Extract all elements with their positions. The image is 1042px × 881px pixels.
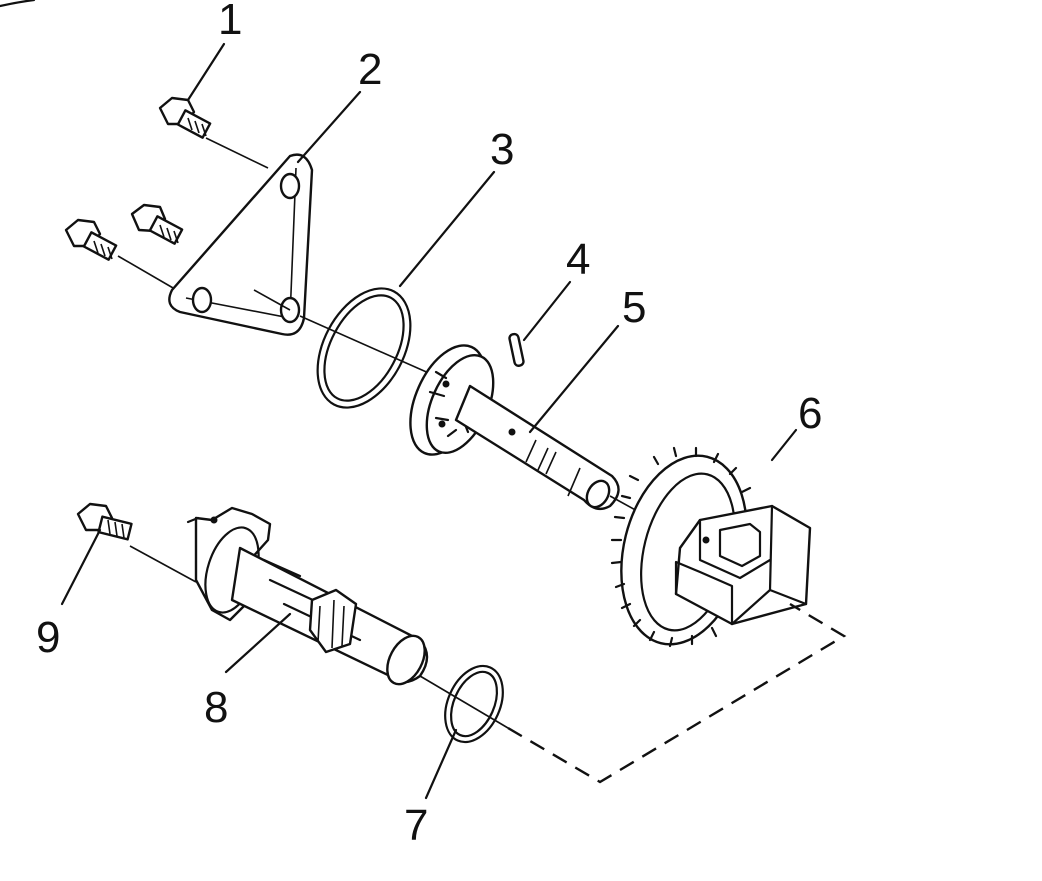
callout-5: 5 <box>622 283 646 332</box>
shaft-axis <box>299 315 441 379</box>
callout-8: 8 <box>204 683 228 732</box>
leader-2 <box>296 90 362 164</box>
bolt-lower-axis <box>117 255 181 293</box>
leader-3 <box>398 170 496 288</box>
sleeve-assembly <box>186 506 429 686</box>
callout-6: 6 <box>798 389 822 438</box>
bolt-left <box>76 502 133 541</box>
sleeve-axis <box>419 675 509 729</box>
callout-3: 3 <box>490 125 514 174</box>
callout-4: 4 <box>566 235 590 284</box>
leader-7 <box>424 728 458 800</box>
bolt-top <box>158 96 212 139</box>
leader-1 <box>186 42 226 102</box>
leader-4 <box>522 280 572 342</box>
bolt-top-axis <box>205 137 269 169</box>
large-o-ring <box>316 287 412 409</box>
bolt-left-axis <box>129 545 197 583</box>
leader-5 <box>528 324 620 434</box>
bolt-lower <box>64 218 118 261</box>
callout-7: 7 <box>404 801 428 850</box>
assembly-dash-line <box>507 602 847 784</box>
shaft-assembly <box>409 344 620 511</box>
leader-6 <box>770 428 798 462</box>
leader-8 <box>224 612 292 674</box>
bolt-middle <box>130 203 184 245</box>
leader-9 <box>60 528 102 606</box>
callout-1: 1 <box>218 0 242 44</box>
small-o-ring <box>444 664 504 744</box>
callout-9: 9 <box>36 613 60 662</box>
triangular-plate <box>168 153 314 336</box>
gear-assembly <box>610 446 812 648</box>
callout-2: 2 <box>358 45 382 94</box>
corner-mark <box>0 0 36 8</box>
pin <box>508 332 525 367</box>
